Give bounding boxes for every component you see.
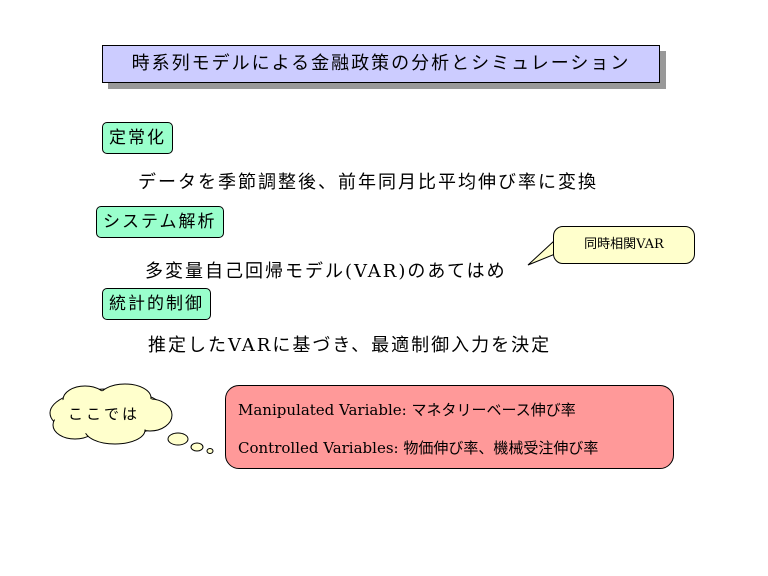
callout-bubble: 同時相関VAR bbox=[553, 226, 695, 264]
controlled-label: Controlled Variables: bbox=[238, 439, 399, 457]
section-label-stationarization: 定常化 bbox=[102, 122, 173, 154]
section-label-statistical-control: 統計的制御 bbox=[102, 288, 211, 320]
thought-cloud-icon bbox=[49, 383, 214, 454]
thought-text: ここでは bbox=[68, 405, 141, 423]
manipulated-label: Manipulated Variable: bbox=[238, 401, 407, 419]
section-text-stationarization: データを季節調整後、前年同月比平均伸び率に変換 bbox=[138, 172, 598, 193]
section-text-statistical-control: 推定したVARに基づき、最適制御入力を決定 bbox=[148, 335, 552, 356]
controlled-value: 物価伸び率、機械受注伸び率 bbox=[403, 439, 599, 457]
slide-title: 時系列モデルによる金融政策の分析とシミュレーション bbox=[102, 45, 660, 83]
section-label-system-analysis: システム解析 bbox=[96, 206, 224, 238]
manipulated-value: マネタリーベース伸び率 bbox=[411, 401, 576, 419]
section-text-system-analysis: 多変量自己回帰モデル(VAR)のあてはめ bbox=[145, 261, 507, 282]
variables-box: Manipulated Variable: マネタリーベース伸び率 Contro… bbox=[225, 385, 674, 469]
